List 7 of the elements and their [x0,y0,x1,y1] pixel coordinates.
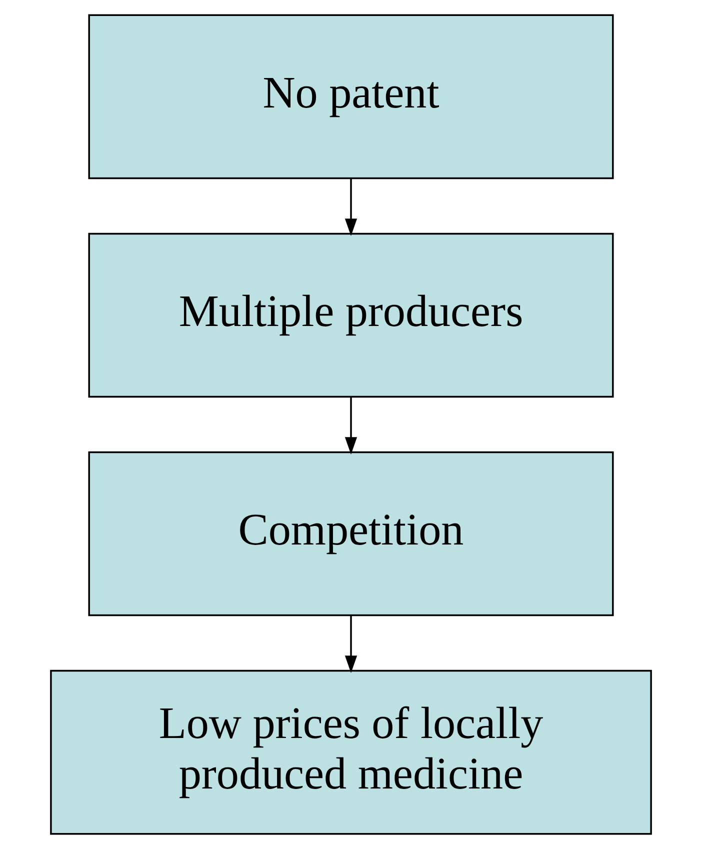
node-box: Competition [88,451,614,616]
node-box: No patent [88,14,614,180]
arrow [344,397,357,455]
arrow [344,616,357,674]
node-box: Low prices of locally produced medicine [50,670,652,835]
arrow [344,178,357,236]
node-box: Multiple producers [88,232,614,398]
